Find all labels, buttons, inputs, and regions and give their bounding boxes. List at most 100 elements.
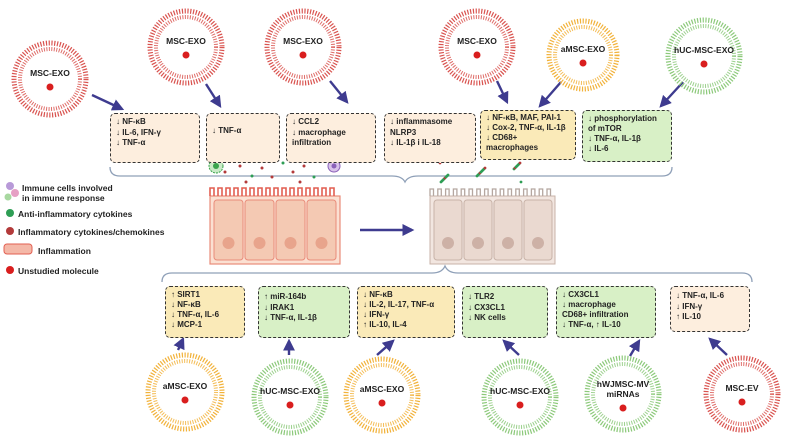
vesicle-label: hWJMSC-MV	[597, 379, 650, 389]
vesicle-label: hUC-MSC-EXO	[674, 45, 734, 55]
effect-line: ↓ CX3CL1	[468, 302, 505, 312]
unstudied-molecule-dot	[700, 60, 708, 68]
vesicle-membrane-inner	[672, 24, 736, 88]
bottom-brace	[161, 264, 753, 283]
anti-inflammatory-legend-icon	[6, 209, 14, 217]
effect-line: ↓ TNF-α	[116, 138, 146, 147]
legend-unstudied: Unstudied molecule	[18, 266, 99, 276]
arrow	[538, 81, 562, 108]
healthy-cell	[493, 199, 523, 261]
inflamed-cell	[244, 199, 275, 261]
top-effect-box-2: ↓ TNF-α	[206, 113, 280, 163]
vesicle-membrane-inner	[154, 15, 218, 79]
top-brace	[109, 166, 673, 184]
vesicle-label: MSC-EXO	[457, 36, 497, 46]
arrow	[659, 81, 684, 108]
vesicle-membrane-outer	[145, 352, 225, 432]
cell-nucleus	[502, 237, 514, 249]
effect-line: ↓ IL-1β i IL-18	[390, 138, 441, 147]
effect-line: ↓ TNF-α	[212, 126, 242, 135]
bottom-effect-box-3: ↓ NF-κB ↓ IL-2, IL-17, TNF-α ↓ IFN-γ ↑ I…	[357, 286, 455, 338]
effect-line: ↓ IFN-γ	[676, 301, 703, 311]
vesicle-label: aMSC-EXO	[163, 381, 208, 391]
unstudied-molecule-dot	[299, 51, 307, 59]
effect-line: ↓ TLR2	[468, 292, 495, 301]
unstudied-legend-icon	[6, 266, 14, 274]
cytokine-dot	[518, 161, 522, 165]
arrow	[329, 80, 349, 104]
unstudied-molecule-dot	[516, 401, 524, 409]
top-effect-box-5: ↓ NF-κB, MAF, PAI-1 ↓ Cox-2, TNF-α, IL-1…	[480, 110, 576, 160]
top-effect-box-1: ↓ NF-κB ↓ IL-6, IFN-γ ↓ TNF-α	[110, 113, 200, 163]
vesicle-membrane-outer	[251, 358, 329, 436]
effect-line: ↓ NF-κB, MAF, PAI-1	[486, 113, 561, 122]
effect-line: of mTOR	[588, 124, 622, 133]
vesicle-label: hUC-MSC-EXO	[490, 386, 550, 396]
bottom-effect-box-6: ↓ TNF-α, IL-6 ↓ IFN-γ ↑ IL-10	[670, 286, 750, 332]
effect-line: macrophages	[486, 143, 539, 152]
vesicle-membrane-outer	[438, 8, 516, 86]
vesicle-lumen	[263, 370, 317, 424]
cytokine-dot	[291, 170, 295, 174]
immune-cell-nucleus	[213, 163, 219, 169]
inflamed-microvilli	[209, 187, 335, 196]
cytokine-dot	[519, 180, 523, 184]
top-effect-box-4: ↓ inflammasome NLRP3 ↓ IL-1β i IL-18	[384, 113, 476, 163]
vesicle-membrane-inner	[350, 363, 414, 427]
unstudied-molecule-dot	[46, 83, 54, 91]
arrows	[91, 80, 728, 357]
effect-line: ↓ IL-6, IFN-γ	[116, 127, 161, 137]
inflammation-legend-icon	[3, 243, 33, 255]
vesicle-lumen	[450, 20, 504, 74]
legend-anti-inflammatory: Anti-inflammatory cytokines	[18, 209, 133, 219]
vesicle-membrane-outer	[584, 355, 662, 433]
unstudied-molecule-dot	[473, 51, 481, 59]
vesicle-membrane-outer	[343, 356, 421, 434]
vesicle-lumen	[715, 367, 769, 421]
effect-line: ↓ MCP-1	[171, 320, 203, 329]
vesicle-membrane-outer	[546, 18, 620, 92]
vesicle-membrane-outer	[665, 17, 743, 95]
inflammatory-legend-icon	[6, 227, 14, 235]
vesicle-membrane-outer	[481, 358, 559, 436]
vesicle-lumen	[23, 52, 77, 106]
vesicle-label: MSC-EV	[725, 383, 758, 393]
arrow	[173, 336, 185, 351]
cytokine-dot	[302, 164, 306, 168]
effect-line: ↓ IL-2, IL-17, TNF-α	[363, 300, 435, 309]
braces	[109, 166, 753, 283]
unstudied-molecule-dot	[738, 398, 746, 406]
vesicle-lumen	[276, 20, 330, 74]
effect-line: ↓ NF-κB	[363, 290, 393, 299]
healthy-cell	[523, 199, 553, 261]
effect-line: ↓ NF-κB	[116, 117, 146, 126]
immune-cell-legend-icon	[6, 182, 14, 190]
effect-line: ↓ macrophage	[562, 300, 616, 309]
immune-cell-legend-icon	[4, 193, 12, 201]
effect-line: ↓ NK cells	[468, 313, 506, 322]
cell-nucleus	[222, 237, 235, 249]
bottom-vesicle-4: hUC-MSC-EXO	[481, 358, 559, 436]
tissue-illustrations	[208, 156, 555, 265]
top-vesicle-6: hUC-MSC-EXO	[665, 17, 743, 95]
legend-inflammation: Inflammation	[38, 246, 91, 256]
cytokine-dot	[244, 180, 248, 184]
arrow	[91, 93, 125, 111]
vesicle-membrane-inner	[271, 15, 335, 79]
vesicle-membrane-inner	[553, 25, 613, 85]
cell-nucleus	[472, 237, 484, 249]
healthy-microvilli	[430, 189, 555, 196]
unstudied-molecule-dot	[182, 51, 190, 59]
cell-nucleus	[253, 237, 266, 249]
top-vesicle-4: MSC-EXO	[438, 8, 516, 86]
bottom-effect-box-1: ↑ SIRT1 ↓ NF-κB ↓ TNF-α, IL-6 ↓ MCP-1	[165, 286, 245, 338]
legend-icons	[3, 182, 33, 274]
immune-cell-nucleus	[331, 163, 337, 169]
cell-nucleus	[442, 237, 454, 249]
effect-line: ↑ IL-10	[676, 312, 701, 321]
vesicle-membrane-outer	[11, 40, 89, 118]
top-vesicle-5: aMSC-EXO	[546, 18, 620, 92]
vesicle-lumen	[157, 364, 213, 420]
vesicle-lumen	[159, 20, 213, 74]
